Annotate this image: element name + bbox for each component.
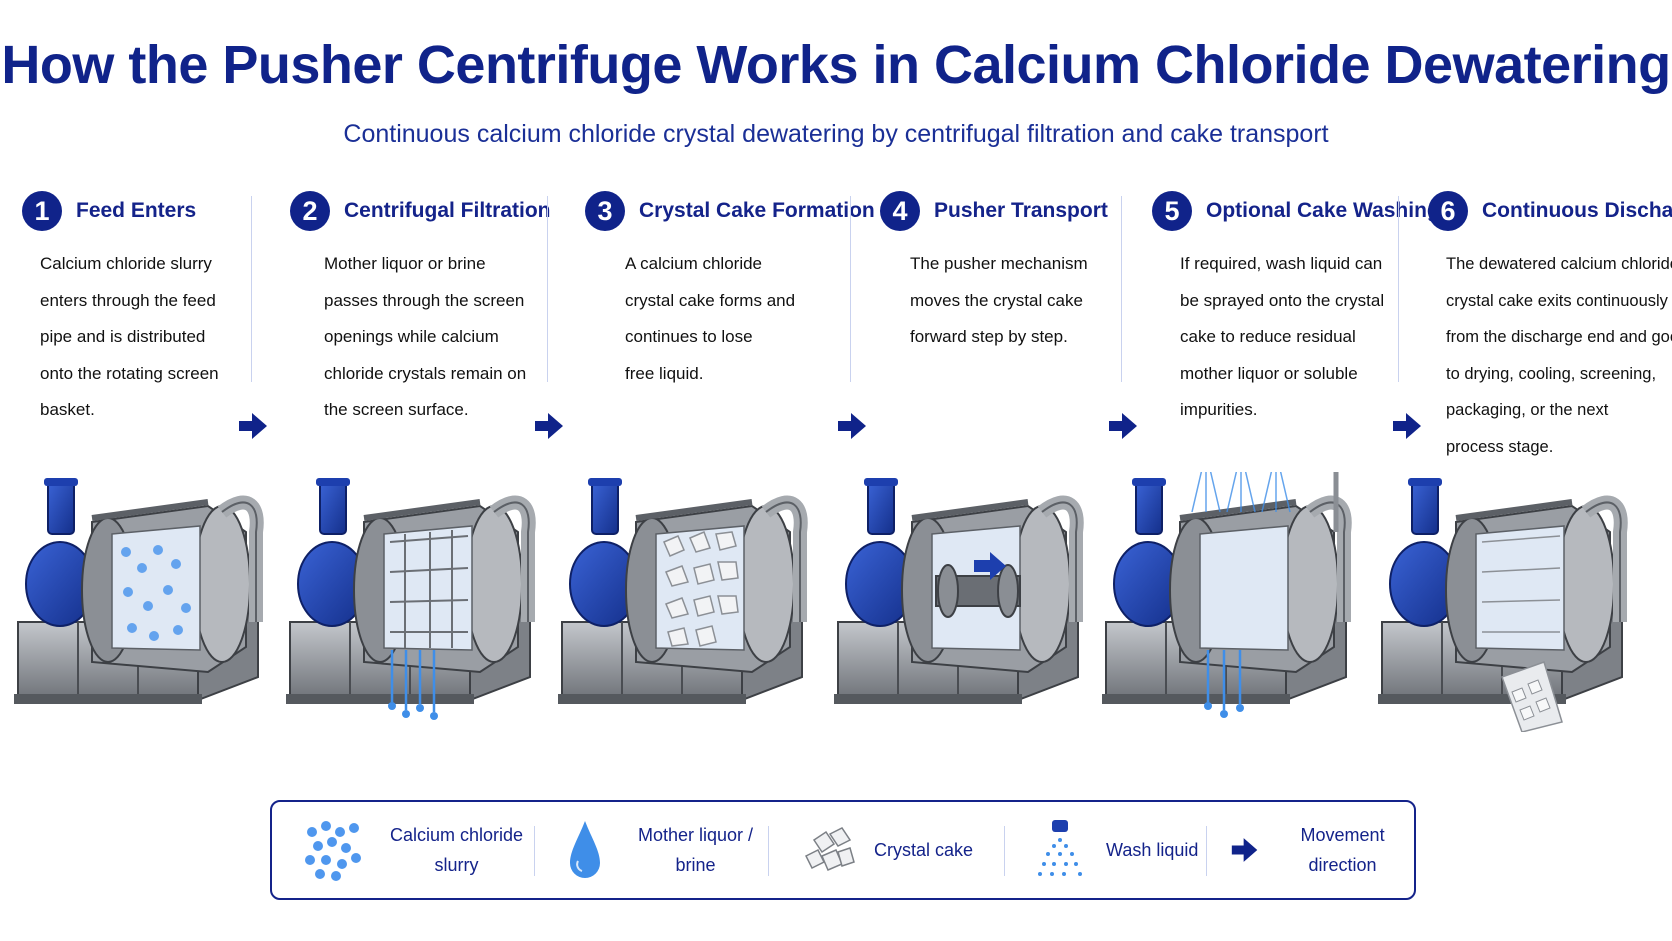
step-description: The dewatered calcium chloride crystal c… [1446, 255, 1672, 456]
step-title: Optional Cake Washing [1206, 199, 1440, 222]
step-number: 4 [880, 191, 920, 231]
step-description: Calcium chloride slurry enters through t… [40, 254, 219, 419]
column-divider [850, 196, 851, 382]
legend-divider [1004, 826, 1005, 876]
right-arrow-icon [239, 413, 267, 439]
step-3: 3 Crystal Cake Formation A calcium chlor… [585, 190, 875, 392]
step-title: Pusher Transport [934, 199, 1108, 222]
step-title: Crystal Cake Formation [639, 199, 875, 222]
step-description: A calcium chloride crystal cake forms an… [625, 254, 796, 383]
spray-icon [1038, 820, 1082, 876]
step-description: Mother liquor or brine passes through th… [324, 254, 527, 419]
legend-label: Wash liquid [1106, 840, 1199, 860]
legend-label: Calcium chloride slurry [390, 825, 524, 875]
column-divider [251, 196, 252, 382]
centrifuge-discharge-illustration [1372, 472, 1642, 732]
legend-divider [534, 826, 535, 876]
column-divider [1398, 196, 1399, 382]
column-divider [547, 196, 548, 382]
legend-item-slurry: Calcium chloride slurry [302, 802, 523, 898]
step-description: If required, wash liquid can be sprayed … [1180, 254, 1385, 419]
centrifuge-feed-illustration [8, 472, 268, 732]
step-description: The pusher mechanism moves the crystal c… [910, 254, 1088, 346]
legend-label: Crystal cake [874, 840, 974, 860]
step-number: 5 [1152, 191, 1192, 231]
step-2: 2 Centrifugal Filtration Mother liquor o… [290, 190, 551, 429]
step-title: Feed Enters [76, 199, 197, 222]
legend-item-liquor: Mother liquor / brine [568, 802, 753, 898]
step-1: 1 Feed Enters Calcium chloride slurry en… [22, 190, 219, 429]
centrifuge-cake-illustration [552, 472, 812, 732]
step-number: 2 [290, 191, 330, 231]
step-6: 6 Continuous Discharge The dewatered cal… [1428, 190, 1672, 465]
step-number: 1 [22, 191, 62, 231]
centrifuge-filtration-illustration [280, 472, 540, 720]
crystal-icon [804, 827, 855, 871]
legend-label: Mother liquor / brine [638, 825, 754, 875]
page-subtitle: Continuous calcium chloride crystal dewa… [343, 120, 1329, 148]
column-divider [1121, 196, 1122, 382]
right-arrow-icon [838, 413, 866, 439]
page-title: How the Pusher Centrifuge Works in Calci… [1, 35, 1671, 95]
legend-divider [768, 826, 769, 876]
centrifuge-pusher-illustration [828, 472, 1088, 732]
right-arrow-icon [1231, 838, 1258, 862]
legend-divider [1206, 826, 1207, 876]
step-5: 5 Optional Cake Washing If required, was… [1152, 190, 1440, 429]
step-title: Centrifugal Filtration [344, 199, 551, 222]
step-title: Continuous Discharge [1482, 199, 1672, 222]
right-arrow-icon [1393, 413, 1421, 439]
step-number: 6 [1428, 191, 1468, 231]
right-arrow-icon [1109, 413, 1137, 439]
step-4: 4 Pusher Transport The pusher mechanism … [880, 190, 1108, 356]
centrifuge-washing-illustration [1096, 472, 1356, 718]
legend: Calcium chloride slurry Mother liquor / … [270, 800, 1416, 900]
droplets-icon [305, 821, 361, 881]
right-arrow-icon [535, 413, 563, 439]
legend-label: Movement direction [1300, 825, 1385, 875]
drop-icon [570, 821, 600, 878]
legend-item-movement: Movement direction [1230, 802, 1414, 898]
legend-item-cake: Crystal cake [800, 802, 973, 898]
step-number: 3 [585, 191, 625, 231]
legend-item-wash: Wash liquid [1036, 802, 1198, 898]
